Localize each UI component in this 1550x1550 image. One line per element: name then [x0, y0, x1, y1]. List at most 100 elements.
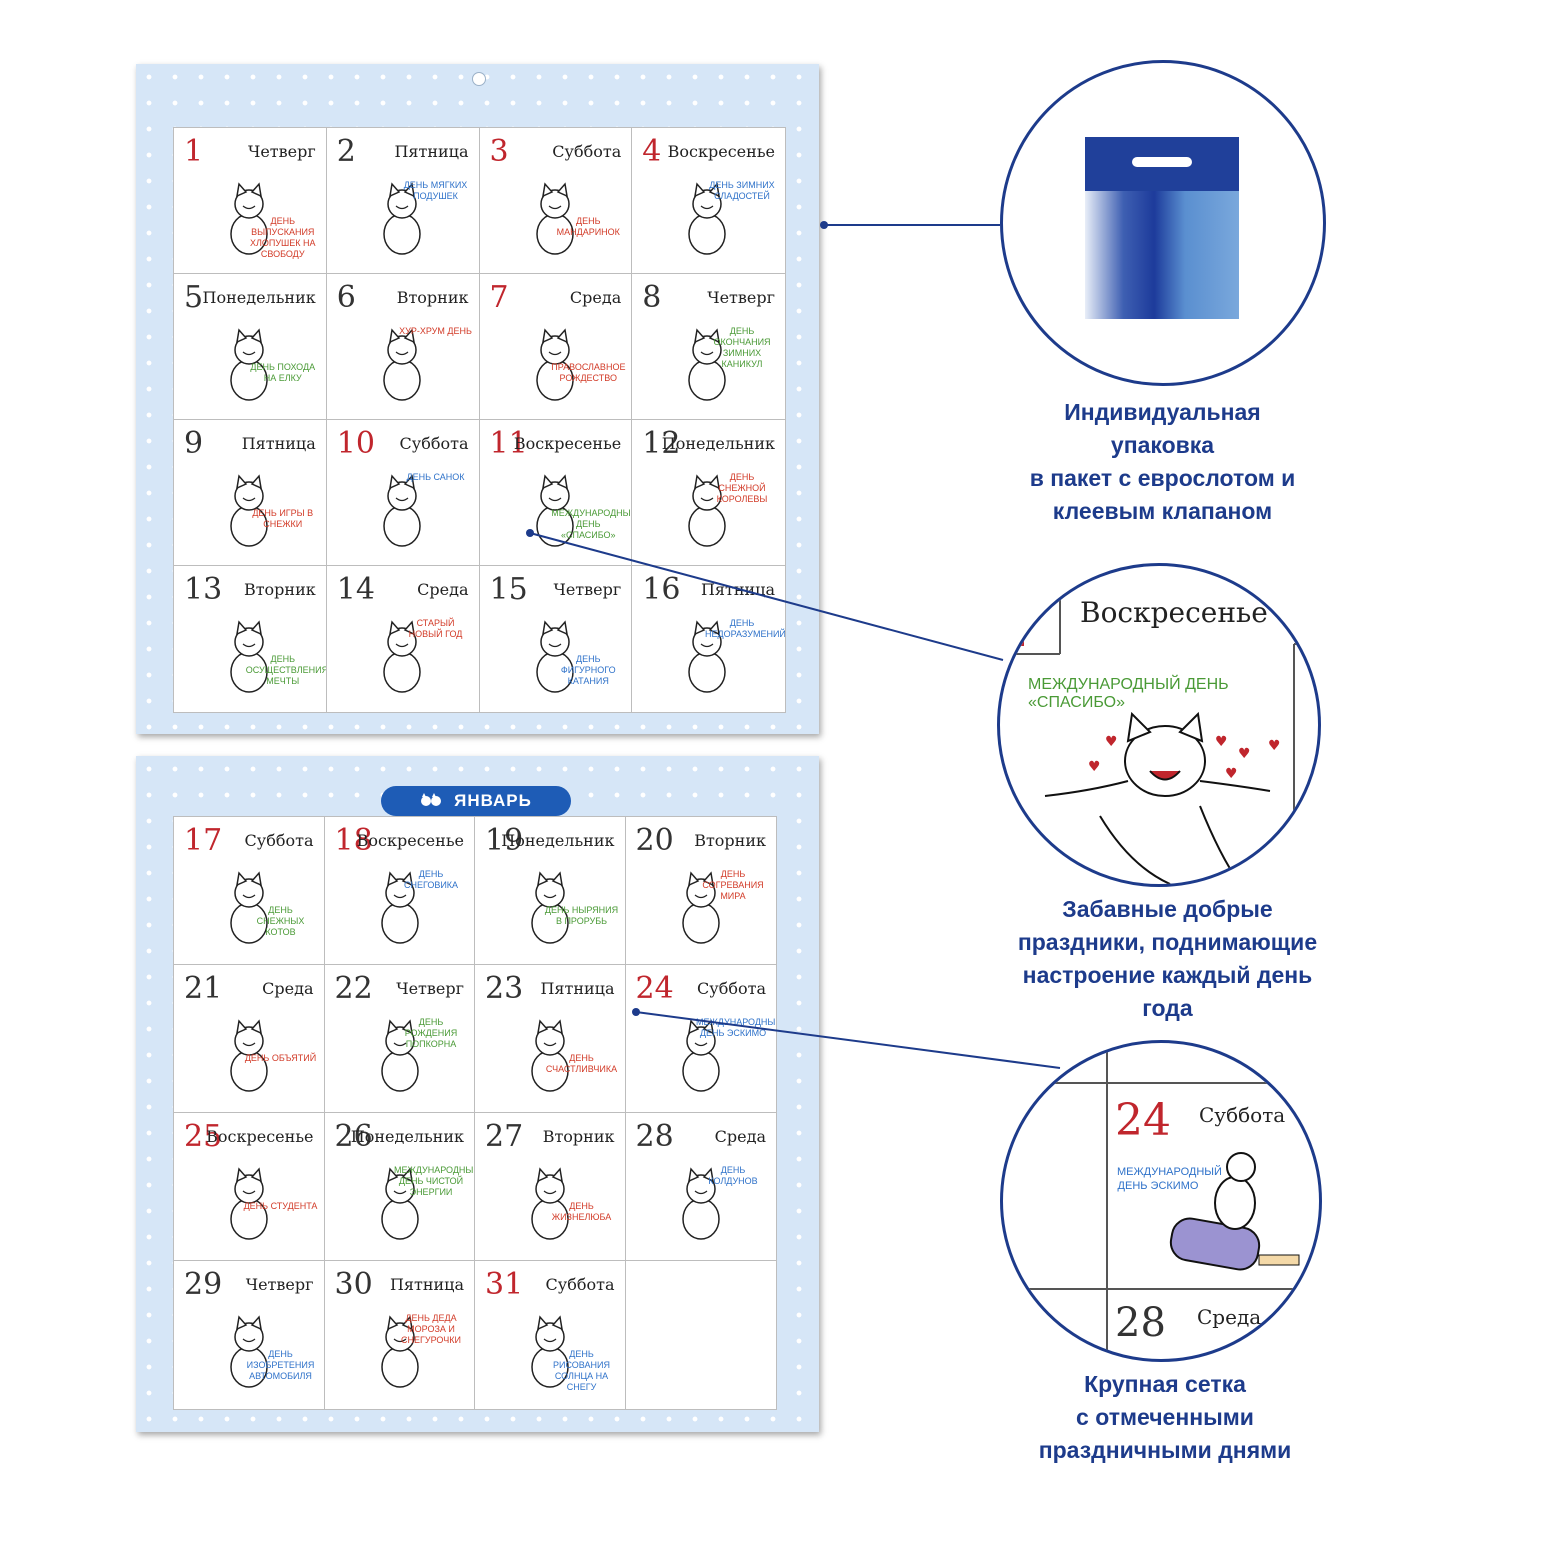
day-number: 18: [334, 823, 373, 858]
holiday-label: Международный день чистой энергии: [394, 1165, 475, 1197]
euroslot-package-icon: [1085, 137, 1239, 319]
day-number: 6: [336, 280, 356, 315]
zoom1-day-name: Воскресенье: [1080, 596, 1268, 629]
calendar-day-cell: 26ПонедельникМеждународный день чистой э…: [324, 1113, 475, 1261]
cat-illustration: [230, 871, 268, 944]
day-name: Вторник: [542, 1127, 615, 1146]
day-number: 7: [489, 280, 509, 315]
day-number: 1: [184, 134, 204, 169]
caption-line: Забавные добрые: [1062, 896, 1273, 922]
day-name: Суббота: [697, 979, 766, 998]
caption-line: праздники, поднимающие: [1017, 929, 1318, 955]
holiday-label: День зимних сладостей: [709, 180, 775, 201]
cat-illustration: [230, 1167, 268, 1240]
package-circle: [1000, 60, 1326, 386]
holiday-label: День окончания зимних каникул: [713, 326, 771, 369]
day-number: 22: [334, 971, 373, 1006]
holiday-label: День НЕДОРАЗУМЕНИЙ: [705, 618, 785, 639]
calendar-day-cell: 4ВоскресеньеДень зимних сладостей: [632, 128, 785, 274]
svg-text:♥: ♥: [1105, 734, 1118, 750]
calendar-day-cell: 31СубботаДень рисования солнца на снегу: [475, 1261, 626, 1409]
day-name: Четверг: [247, 142, 316, 161]
cat-illustration: [380, 1315, 419, 1388]
holiday-label: День мягких подушек: [403, 180, 468, 201]
calendar-day-cell: 11ВоскресеньеМеждународный день «СПАСИБО…: [479, 420, 633, 566]
calendar-day-cell: 30ПятницаДень деда мороза и снегурочки: [325, 1261, 475, 1409]
holiday-label: ПРАВОСЛАВНОЕ РОЖДЕСТВО: [551, 362, 626, 383]
day-number: 17: [184, 823, 223, 858]
holiday-label: День деда мороза и снегурочки: [401, 1313, 461, 1345]
holiday-label: День колдунов: [708, 1165, 758, 1186]
holiday-label: День игры в СНЕЖКИ: [252, 508, 314, 529]
day-name: Среда: [262, 979, 314, 998]
calendar-day-cell: 24СубботаМеждународный день ЭСКИМО: [625, 965, 776, 1113]
day-name: Пятница: [700, 580, 775, 599]
holiday-label: День изобретения автомобиля: [246, 1349, 315, 1381]
cat-illustration: [688, 182, 726, 255]
day-name: Понедельник: [501, 831, 615, 850]
cat-illustration: [380, 871, 419, 944]
holiday-label: День СНЕЖНОЙ КОРОЛЕВЫ: [716, 472, 768, 504]
cat-illustration: [380, 1167, 419, 1240]
calendar-day-cell: 16ПятницаДень НЕДОРАЗУМЕНИЙ: [632, 566, 785, 712]
day-number: 26: [334, 1119, 373, 1154]
caption-grid: Крупная сетка с отмеченными праздничными…: [985, 1368, 1345, 1467]
day-name: Среда: [569, 288, 622, 307]
calendar-grid-bottom: 17СубботаДень СНЕЖНЫХ КОТОВ18Воскресенье…: [173, 816, 777, 1410]
holiday-label: День НЫРЯНИЯ В ПРОРУБЬ: [544, 905, 619, 926]
day-number: 10: [336, 426, 375, 461]
cat-illustration: [535, 328, 574, 401]
day-number: 19: [485, 823, 524, 858]
cat-illustration: [383, 620, 421, 693]
caption-line: Индивидуальная: [1064, 399, 1261, 425]
day-number: 20: [635, 823, 674, 858]
day-number: 31: [485, 1267, 524, 1302]
calendar-day-cell: 27 ВторникДень ЖИЗНЕЛЮБА: [475, 1113, 626, 1261]
day-name: Понедельник: [661, 434, 775, 453]
cat-illustration: [230, 328, 268, 401]
day-name: Четверг: [245, 1275, 314, 1294]
calendar-day-cell: 12ПонедельникДень СНЕЖНОЙ КОРОЛЕВЫ: [632, 420, 785, 566]
cat-illustration: [681, 1167, 720, 1240]
svg-text:♥: ♥: [1238, 746, 1251, 762]
day-number: 27: [485, 1119, 524, 1154]
caption-line: клеевым клапаном: [1052, 498, 1273, 524]
holiday-label: День МАНДАРИНОК: [556, 216, 620, 237]
day-number: 28: [635, 1119, 674, 1154]
calendar-day-cell: 3СубботаДень МАНДАРИНОК: [479, 128, 633, 274]
caption-package: Индивидуальная упаковка в пакет с евросл…: [985, 396, 1340, 528]
calendar-day-cell: 9ПятницаДень игры в СНЕЖКИ: [174, 420, 327, 566]
calendar-page-top: 1ЧетвергДень выпускания хлопушек на своб…: [136, 64, 819, 734]
day-name: Вторник: [396, 288, 469, 307]
zoom-circle-day-24: 24 Суббота Международный День ЭСКИМО 28 …: [1000, 1040, 1322, 1362]
zoom2-next-name: Среда: [1197, 1305, 1262, 1329]
cat-illustration: [383, 328, 421, 401]
cat-illustration: [230, 182, 268, 255]
day-number: 21: [184, 971, 223, 1006]
calendar-day-cell: 10СубботаДень САНОК: [326, 420, 480, 566]
cat-illustration: [230, 1019, 268, 1092]
day-number: 5: [184, 280, 204, 315]
day-name: Четверг: [553, 580, 622, 599]
holiday-label: Международный день ЭСКИМО: [696, 1017, 776, 1038]
cat-illustration: [531, 1315, 569, 1388]
day-name: Суббота: [399, 434, 469, 453]
holiday-label: День похода НА ЕЛКУ: [250, 362, 316, 383]
cat-illustration: [535, 182, 574, 255]
cats-mini-icon: [421, 793, 442, 806]
day-name: Пятница: [241, 434, 316, 453]
calendar-day-cell: 28СредаДень колдунов: [625, 1113, 776, 1261]
month-badge: ЯНВАРЬ: [381, 786, 571, 816]
holiday-label: День ЖИЗНЕЛЮБА: [551, 1201, 612, 1222]
day-name: Суббота: [545, 1275, 615, 1294]
calendar-day-cell: 20ВторникДень согревания мира: [625, 817, 776, 965]
day-number: 13: [184, 572, 223, 607]
holiday-label: Международный день «СПАСИБО»: [551, 508, 633, 540]
day-number: 30: [334, 1267, 373, 1302]
zoom2-day-name: Суббота: [1199, 1103, 1286, 1127]
caption-line: в пакет с еврослотом и: [1029, 465, 1296, 491]
holiday-label: День СНЕГОВИКА: [403, 869, 459, 890]
cat-illustration: [681, 871, 720, 944]
